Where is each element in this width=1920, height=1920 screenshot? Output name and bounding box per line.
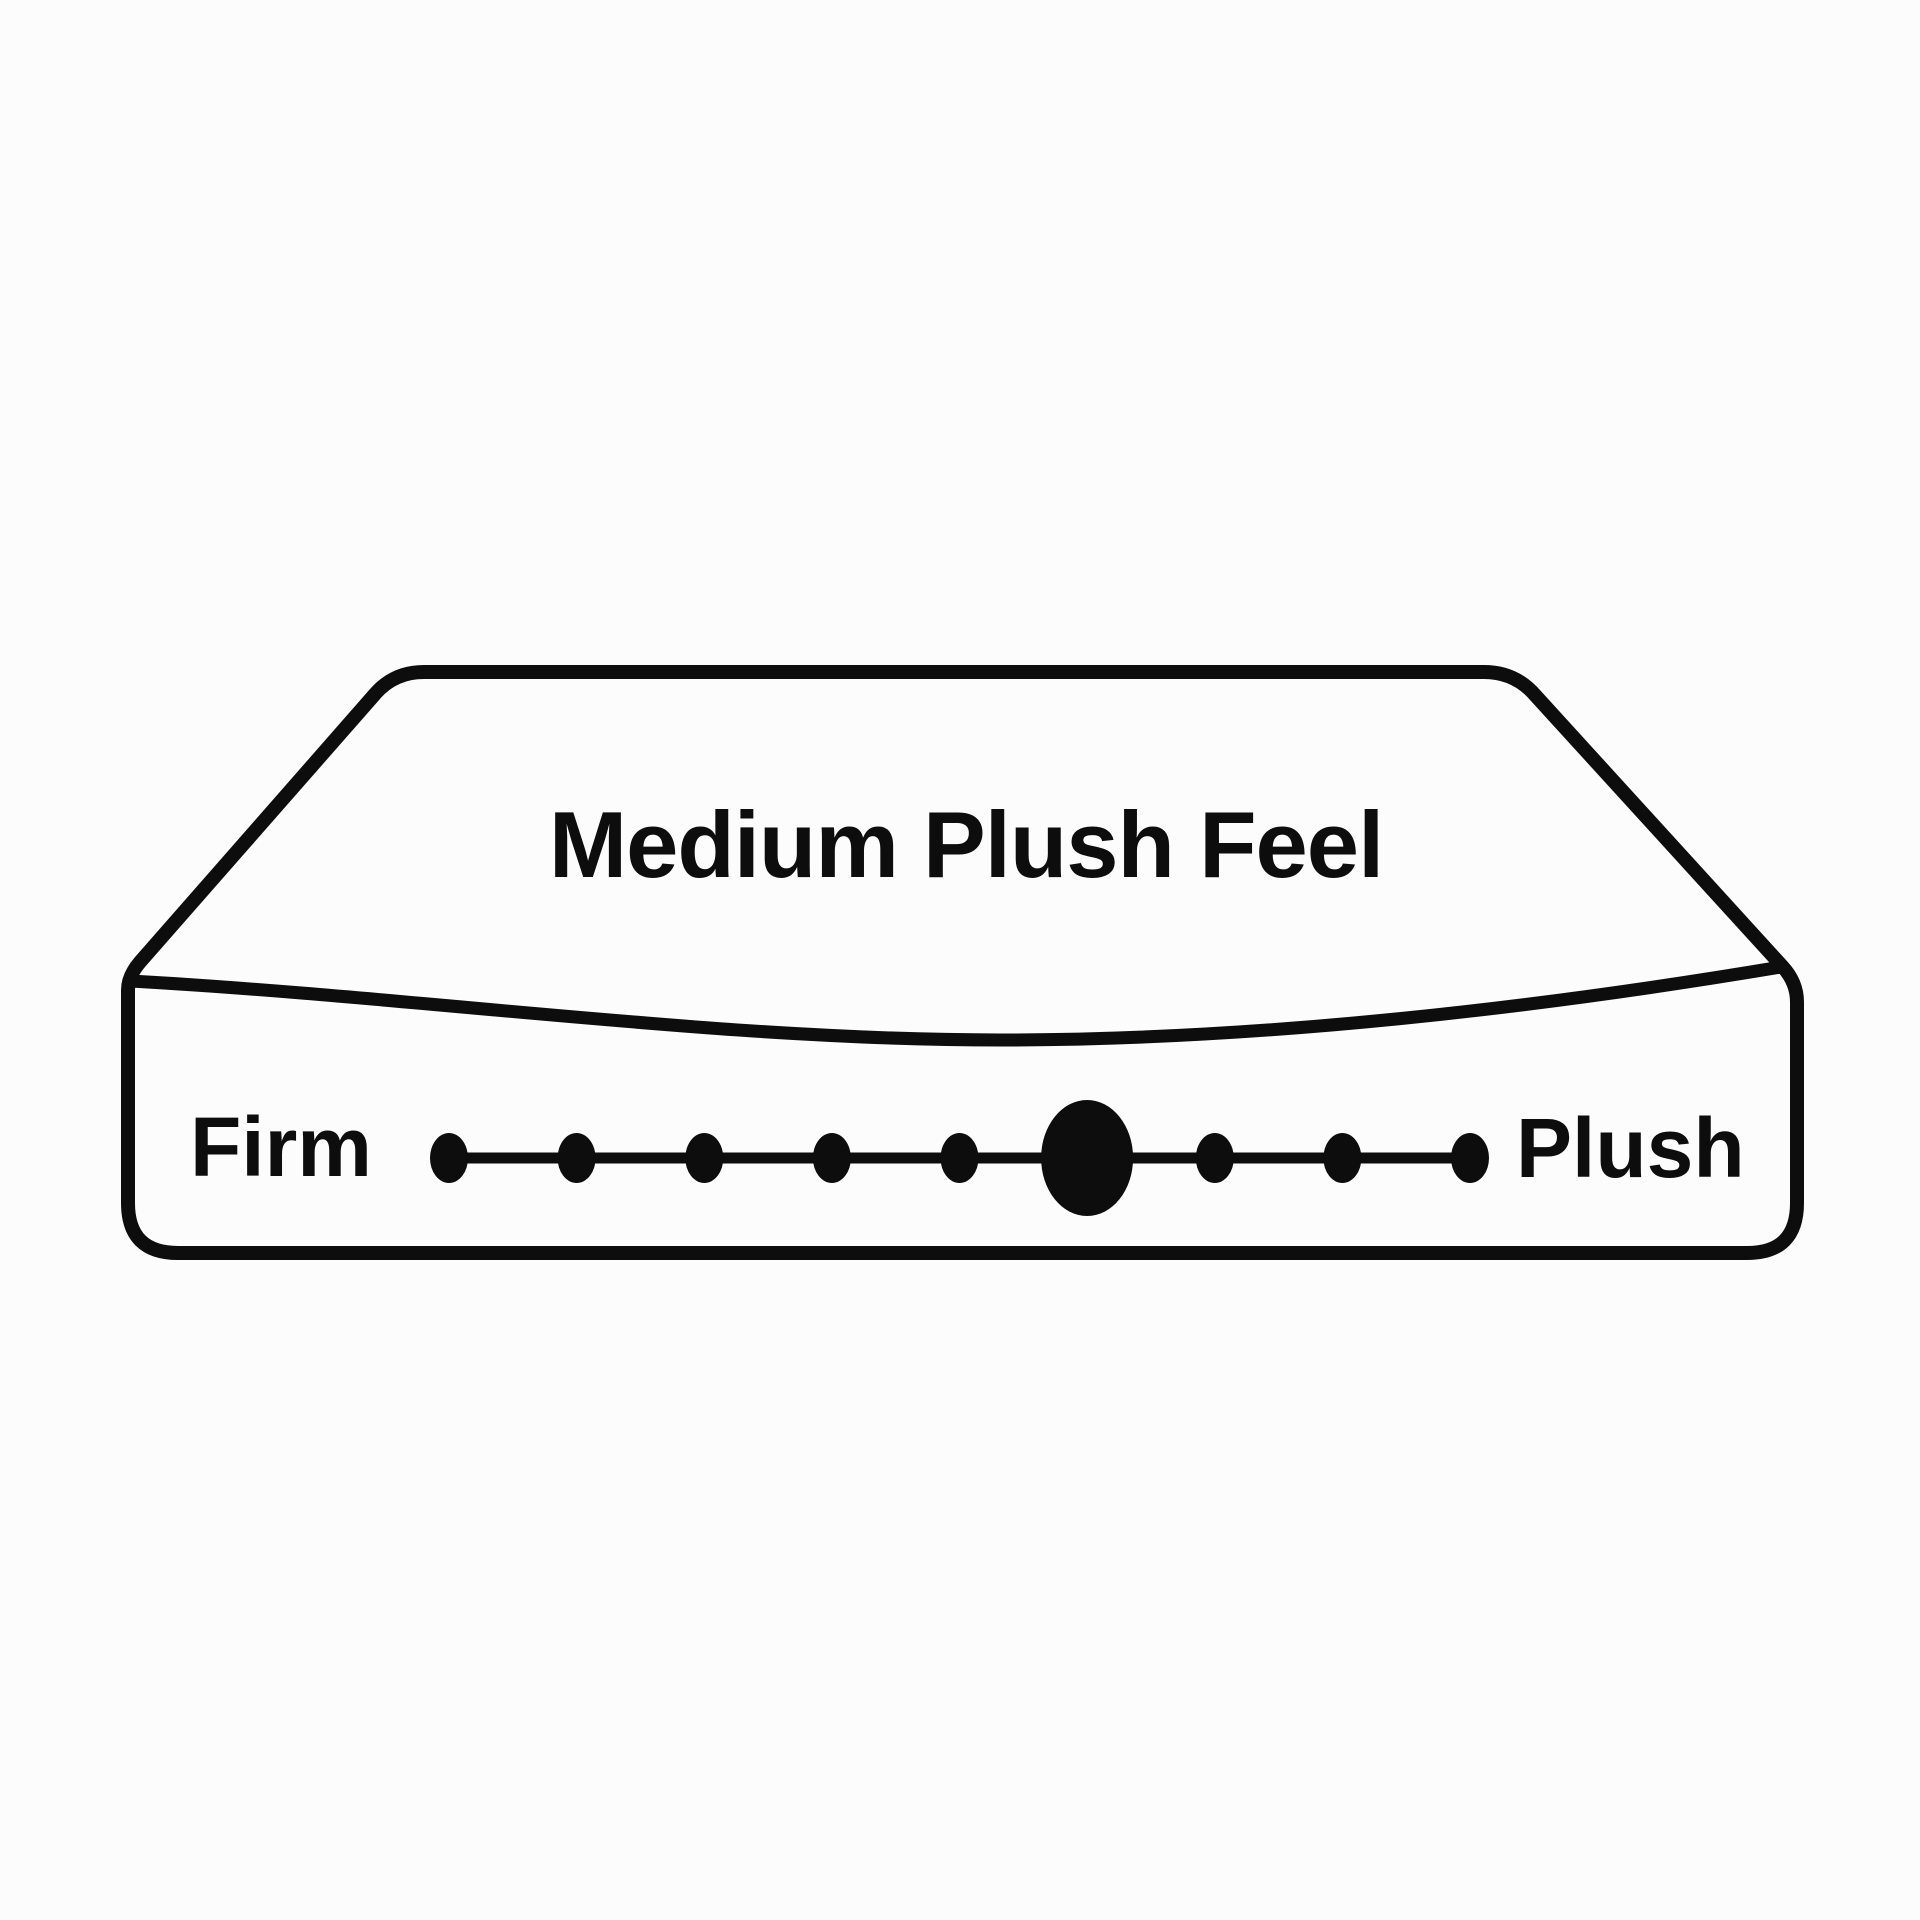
firmness-dot xyxy=(557,1133,596,1183)
firmness-scale-plush-label: Plush xyxy=(1516,1101,1745,1195)
firmness-dot xyxy=(940,1133,979,1183)
firmness-dot xyxy=(1195,1133,1234,1183)
firmness-dot xyxy=(1451,1133,1489,1183)
firmness-scale-dots xyxy=(430,1100,1489,1216)
firmness-scale-firm-label: Firm xyxy=(190,1100,372,1194)
firmness-selected-dot xyxy=(1041,1100,1134,1216)
firmness-dot xyxy=(685,1133,724,1183)
mattress-front-edge-curve xyxy=(124,960,1788,1047)
mattress-feel-label: Medium Plush Feel xyxy=(549,792,1383,897)
firmness-dot xyxy=(812,1133,851,1183)
firmness-dot xyxy=(430,1133,468,1183)
firmness-dot xyxy=(1323,1133,1362,1183)
